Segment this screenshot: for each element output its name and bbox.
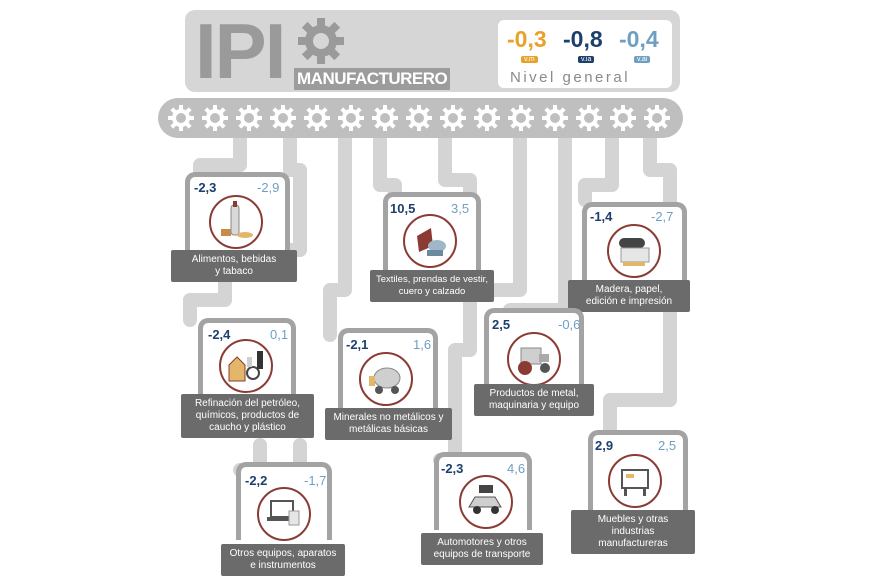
sector-value-via: -1,4 bbox=[590, 209, 613, 224]
conveyor-gear-icon bbox=[372, 105, 398, 131]
cement-mixer-icon bbox=[359, 352, 413, 406]
header-label-vm: v.m bbox=[521, 56, 538, 63]
sector-value-vai: 0,1 bbox=[270, 327, 289, 342]
car-icon bbox=[459, 475, 513, 529]
conveyor-gear-icon bbox=[576, 105, 602, 131]
chemicals-icon bbox=[219, 339, 273, 393]
laptop-icon bbox=[257, 487, 311, 541]
sector-value-via: 10,5 bbox=[390, 201, 416, 216]
conveyor-gear-icon bbox=[508, 105, 534, 131]
sector-label: Madera, papel, edición e impresión bbox=[568, 280, 690, 312]
conveyor-gear-icon bbox=[304, 105, 330, 131]
sector-value-vai: 4,6 bbox=[507, 461, 526, 476]
sector-value-via: -2,3 bbox=[194, 180, 217, 195]
conveyor-gear-icon bbox=[236, 105, 262, 131]
gear-icon bbox=[298, 18, 344, 64]
tractor-icon bbox=[507, 332, 561, 386]
sector-value-vai: -0,6 bbox=[558, 317, 581, 332]
sector-value-vai: 3,5 bbox=[451, 201, 470, 216]
conveyor-gear-icon bbox=[440, 105, 466, 131]
header-value-vai: -0,4 bbox=[619, 26, 659, 52]
conveyor-gear-icon bbox=[542, 105, 568, 131]
paper-roll-icon bbox=[607, 224, 661, 278]
sector-value-via: 2,9 bbox=[595, 438, 614, 453]
sector-value-vai: 2,5 bbox=[658, 438, 677, 453]
furniture-icon bbox=[608, 454, 662, 508]
conveyor-gear-icon bbox=[168, 105, 194, 131]
header-value-via: -0,8 bbox=[563, 26, 603, 52]
conveyor-gear-icon bbox=[644, 105, 670, 131]
sector-label: Alimentos, bebidas y tabaco bbox=[171, 250, 297, 282]
bottle-icon bbox=[209, 195, 263, 249]
sector-label: Textiles, prendas de vestir, cuero y cal… bbox=[370, 270, 494, 302]
sector-value-vai: 1,6 bbox=[413, 337, 432, 352]
sector-label: Refinación del petróleo, químicos, produ… bbox=[181, 394, 314, 438]
sector-value-via: -2,2 bbox=[245, 473, 268, 488]
sector-label: Muebles y otras industrias manufacturera… bbox=[571, 510, 695, 554]
header-value-vm: -0,3 bbox=[507, 26, 547, 52]
textile-icon bbox=[403, 214, 457, 268]
page-subtitle: MANUFACTURERO bbox=[294, 68, 451, 90]
nivel-general-label: Nivel general bbox=[510, 69, 631, 86]
sector-label: Productos de metal, maquinaria y equipo bbox=[474, 384, 594, 416]
header-label-via: v.ia bbox=[578, 56, 595, 63]
sector-label: Otros equipos, aparatos e instrumentos bbox=[221, 544, 345, 576]
page-title: IPI bbox=[195, 7, 286, 95]
header-label-vai: v.ai bbox=[634, 56, 651, 63]
conveyor-gear-icon bbox=[406, 105, 432, 131]
sector-value-vai: -1,7 bbox=[304, 473, 327, 488]
sector-value-via: -2,3 bbox=[441, 461, 464, 476]
conveyor-gear-icon bbox=[610, 105, 636, 131]
sector-value-vai: -2,9 bbox=[257, 180, 280, 195]
sector-value-via: 2,5 bbox=[492, 317, 511, 332]
sector-label: Automotores y otros equipos de transport… bbox=[421, 533, 543, 565]
sector-value-vai: -2,7 bbox=[651, 209, 674, 224]
nivel-general-box bbox=[498, 20, 672, 88]
conveyor-gear-icon bbox=[338, 105, 364, 131]
sector-value-via: -2,1 bbox=[346, 337, 369, 352]
conveyor-gear-icon bbox=[474, 105, 500, 131]
conveyor-gear-icon bbox=[270, 105, 296, 131]
sector-label: Minerales no metálicos y metálicas básic… bbox=[325, 408, 452, 440]
conveyor-gear-icon bbox=[202, 105, 228, 131]
sector-value-via: -2,4 bbox=[208, 327, 231, 342]
